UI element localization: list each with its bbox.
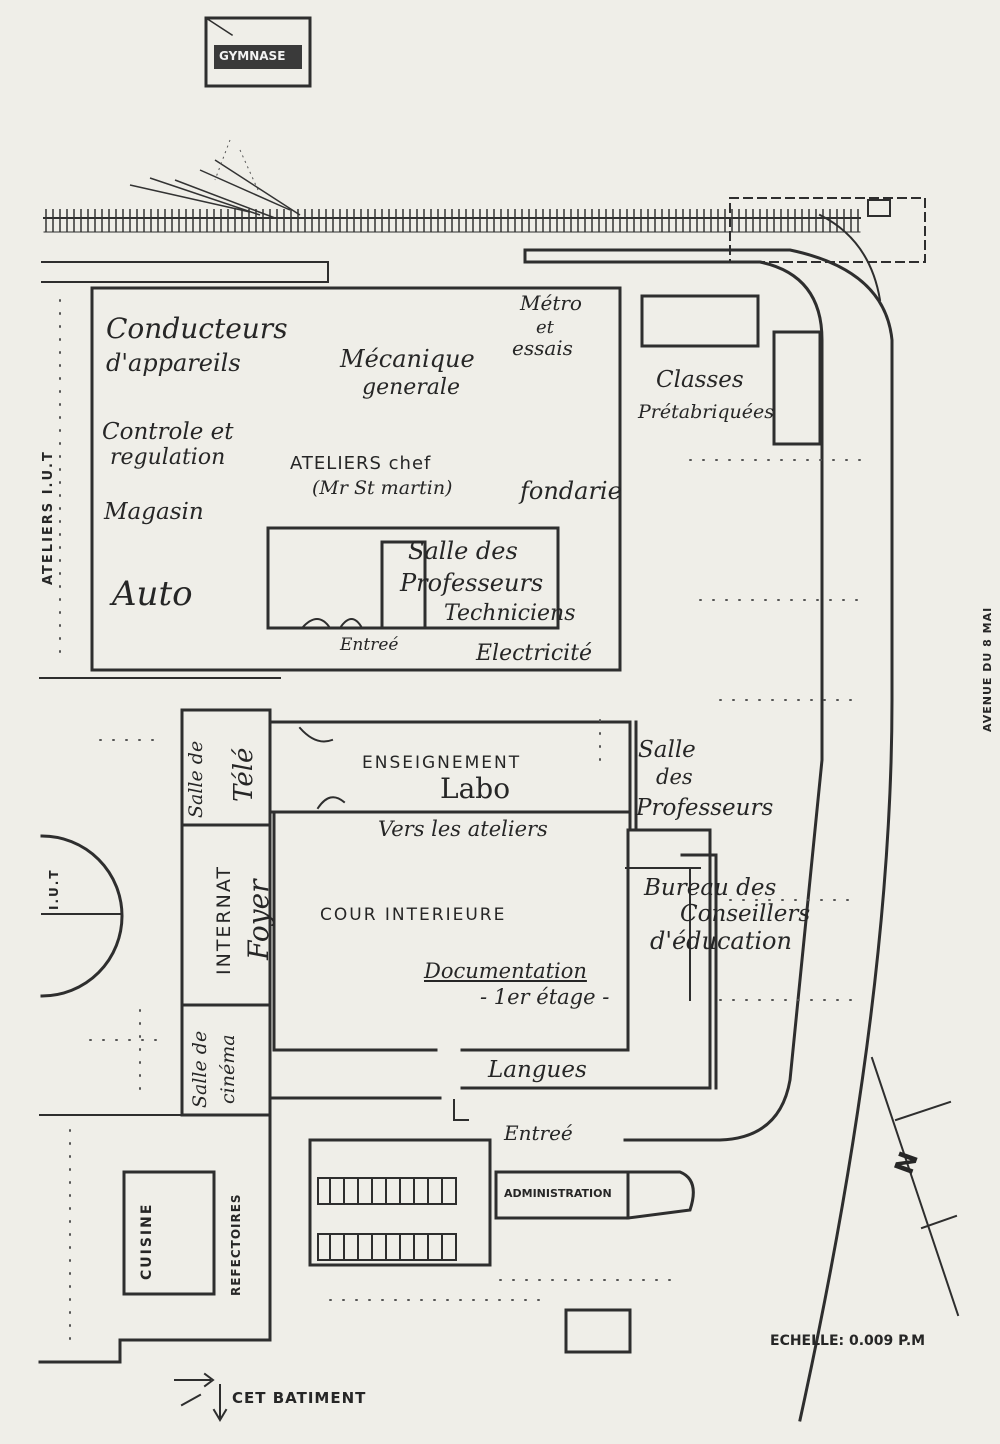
labo-label: Labo (440, 772, 511, 805)
salle-cinema-label-1: Salle de (189, 1030, 211, 1108)
salle-cinema-label-2: cinéma (217, 1034, 239, 1104)
techniciens-label: Techniciens (444, 601, 576, 626)
prefab-classes (640, 294, 822, 446)
metro-label: Métro (520, 291, 582, 315)
enseignement-label: ENSEIGNEMENT (362, 753, 522, 773)
ateliers-iut-label: ATELIERS I.U.T (41, 450, 56, 585)
north-arrow (870, 1056, 960, 1317)
top-fence (43, 139, 861, 233)
entree-label-1: Entreé (340, 635, 399, 655)
dappareils-label: d'appareils (106, 349, 241, 377)
salle-de-tele-label-1: Salle de (185, 740, 207, 818)
conducteurs-label: Conducteurs (106, 312, 288, 345)
cour-interieure-label: COUR INTERIEURE (320, 905, 507, 925)
etage-label: - 1er étage - (480, 985, 610, 1009)
generale-label: generale (362, 375, 460, 400)
essais-label: essais (512, 336, 573, 360)
salle-des-profs-tech-label-2: Professeurs (400, 569, 544, 597)
main-building (180, 708, 718, 1121)
salle-des-profs-label-1: Salle (638, 737, 696, 763)
classes-label: Classes (656, 367, 744, 393)
gymnase-label: GYMNASE (219, 49, 286, 63)
auto-label: Auto (112, 574, 193, 614)
prefabriquees-label: Prétabriquées (638, 401, 775, 423)
upper-path (41, 261, 329, 283)
mecanique-label: Mécanique (340, 345, 475, 373)
ground-texture (59, 299, 861, 1341)
cet-batiment-label: CET BATIMENT (232, 1389, 367, 1407)
refectoires-label: REFECTOIRES (229, 1193, 243, 1296)
langues-label: Langues (488, 1057, 587, 1083)
entree-label-2: Entreé (504, 1121, 573, 1145)
magasin-label: Magasin (104, 499, 204, 525)
cuisine-label: CUISINE (139, 1202, 155, 1280)
administration-label: ADMINISTRATION (504, 1187, 612, 1200)
electricite-label: Electricité (476, 641, 593, 666)
bottom-entrance (174, 1372, 228, 1422)
vers-ateliers-label: Vers les ateliers (378, 817, 548, 841)
education-label: d'éducation (650, 927, 792, 955)
salle-des-profs-tech-label-1: Salle des (408, 537, 518, 565)
mr-st-martin-label: (Mr St martin) (312, 477, 453, 499)
fondarie-label: fondarie (520, 477, 622, 505)
gymnase-building (204, 16, 312, 88)
salle-de-tele-label-2: Télé (229, 747, 259, 802)
conseillers-label: Conseillers (680, 901, 811, 927)
lower-area (38, 1113, 695, 1364)
foyer-label: Foyer (242, 879, 275, 960)
iut-label: I.U.T (47, 868, 61, 910)
avenue-label: AVENUE DU 8 MAI (981, 606, 994, 732)
salle-des-profs-label-3: Professeurs (636, 795, 774, 821)
dashed-annex (729, 197, 926, 263)
ateliers-chef-label: ATELIERS chef (290, 453, 432, 474)
regulation-label: regulation (110, 445, 226, 470)
iut-semicircle (40, 834, 124, 998)
documentation-label: Documentation (424, 959, 587, 983)
controle-label: Controle et (102, 419, 234, 445)
scale-label: ECHELLE: 0.009 P.M (770, 1333, 926, 1349)
salle-des-profs-label-2: des (656, 765, 693, 789)
bureau-label: Bureau des (644, 875, 777, 901)
avenue-road (523, 213, 894, 1422)
internat-label: INTERNAT (213, 865, 235, 975)
et-label: et (536, 317, 554, 338)
ateliers-building (90, 286, 622, 672)
